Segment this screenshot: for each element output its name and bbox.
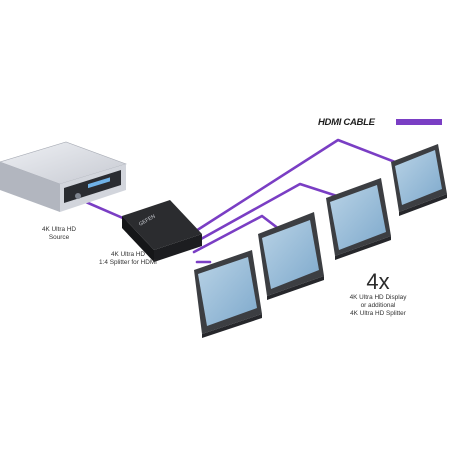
- legend-swatch: [396, 119, 442, 125]
- display-description-line2: or additional: [360, 302, 396, 309]
- source-label-line1: 4K Ultra HD: [41, 226, 77, 233]
- splitter-label: 4K Ultra HD 1:4 Splitter for HDMI: [78, 251, 178, 267]
- display-description-line3: 4K Ultra HD Splitter: [350, 310, 406, 317]
- splitter-label-line1: 4K Ultra HD: [110, 251, 146, 258]
- display-2: [258, 212, 324, 300]
- display-1: [194, 250, 262, 338]
- display-count-label: 4x: [366, 269, 390, 294]
- cable-splitter-to-display-4: [186, 138, 397, 238]
- splitter-device: GEFEN: [122, 200, 202, 262]
- display-4: [391, 144, 447, 216]
- display-description: 4K Ultra HD Display or additional 4K Ult…: [318, 294, 438, 318]
- display-description-line1: 4K Ultra HD Display: [349, 294, 407, 301]
- splitter-label-line2: 1:4 Splitter for HDMI: [99, 259, 157, 266]
- cable-splitter-to-display-2: [192, 214, 281, 254]
- display-3: [326, 178, 391, 260]
- legend-label: HDMI CABLE: [318, 117, 375, 128]
- cable-splitter-to-display-3: [190, 182, 339, 246]
- source-device: [0, 141, 127, 212]
- source-label-line2: Source: [48, 234, 70, 241]
- source-label: 4K Ultra HD Source: [14, 226, 104, 242]
